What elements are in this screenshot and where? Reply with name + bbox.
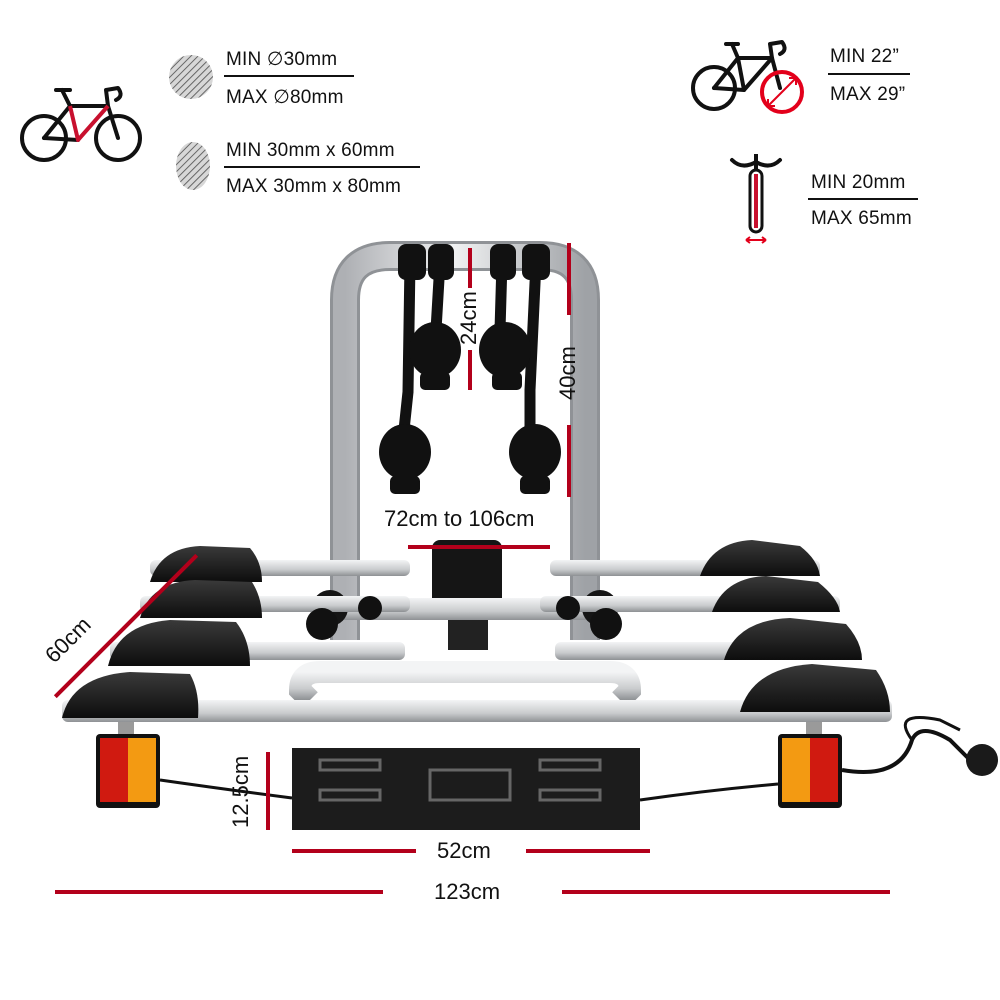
frame-height-label: 40cm [555,346,580,400]
frame-width-label: 72cm to 106cm [384,506,535,531]
frame-height-line-top [567,243,571,315]
plate-width-line-left [292,849,416,853]
oval-tube-max: MAX 30mm x 80mm [226,176,402,197]
plate-width-line-right [526,849,650,853]
arm-height-label: 24cm [456,291,481,345]
plate-width-label: 52cm [437,838,491,863]
wheel-size-max: MAX 29” [830,84,906,105]
divider [828,73,910,75]
divider [224,75,354,77]
arm-height-line-bottom [468,350,472,390]
oval-tube-icon [176,142,210,190]
divider [808,198,918,200]
frame-width-line [408,545,550,549]
oval-tube-min: MIN 30mm x 60mm [226,140,395,161]
tyre-width-min: MIN 20mm [811,172,906,193]
total-width-line-right [562,890,890,894]
tyre-width-icon [730,154,782,244]
divider [224,166,420,168]
bicycle-frame-icon [20,86,142,162]
total-width-label: 123cm [434,879,501,904]
plate-height-label: 12.5cm [228,755,253,828]
round-tube-max: MAX ∅80mm [226,87,344,108]
frame-height-line-bottom [567,425,571,497]
round-tube-icon [169,55,213,99]
tyre-width-max: MAX 65mm [811,208,912,229]
round-tube-min: MIN ∅30mm [226,49,338,70]
arm-height-line-top [468,248,472,288]
bike-rack-product-image [62,241,998,830]
wheel-size-bicycle-icon [691,40,804,114]
wheel-size-min: MIN 22” [830,46,899,67]
total-width-line-left [55,890,383,894]
plate-height-line [266,752,270,830]
